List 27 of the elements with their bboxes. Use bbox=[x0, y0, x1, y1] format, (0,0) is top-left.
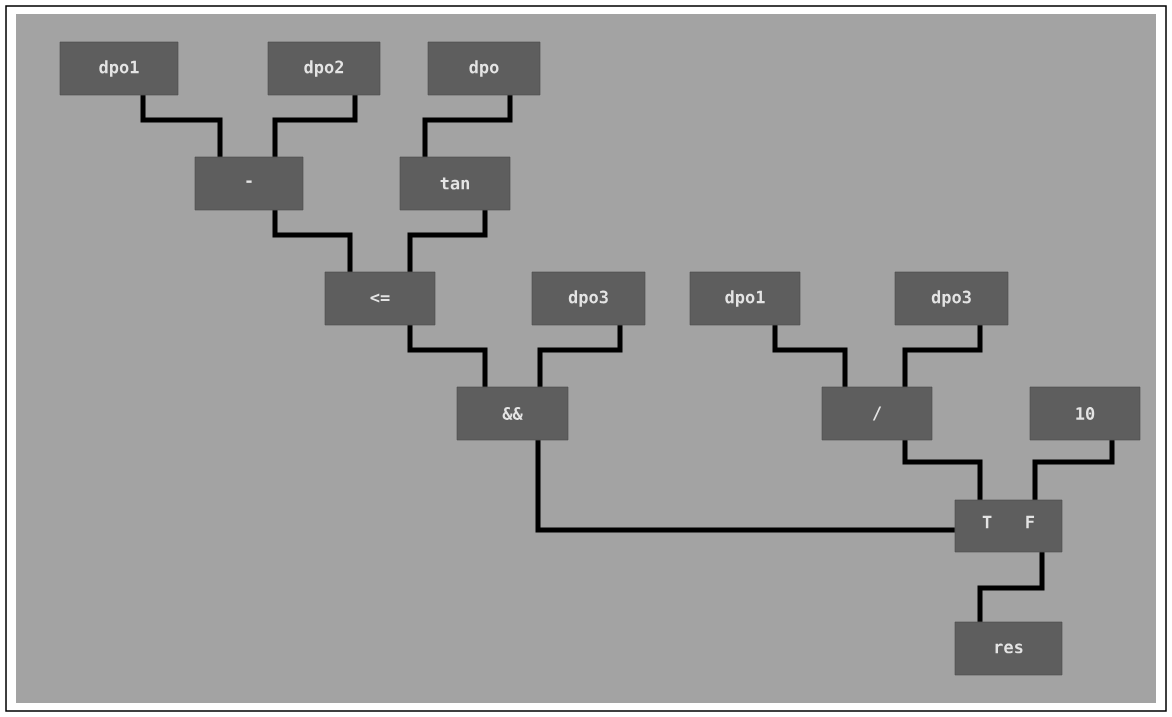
operator-box: dpo bbox=[427, 41, 541, 96]
connector-line bbox=[272, 95, 358, 157]
connector-line bbox=[535, 440, 955, 533]
connector-line bbox=[537, 325, 623, 387]
connector-line bbox=[272, 210, 353, 272]
operator-box: 10 bbox=[1029, 386, 1141, 441]
operator-box: dpo3 bbox=[531, 271, 646, 326]
connector-line bbox=[1032, 440, 1115, 500]
operator-box: / bbox=[821, 386, 933, 441]
operator-box: - bbox=[194, 156, 304, 211]
connector-line bbox=[902, 325, 983, 387]
operator-box: <= bbox=[324, 271, 436, 326]
connector-line bbox=[977, 552, 1045, 622]
operator-box: tan bbox=[399, 156, 511, 211]
operator-box: dpo2 bbox=[267, 41, 381, 96]
connector-line bbox=[422, 95, 513, 157]
connector-line bbox=[407, 210, 488, 272]
conditional-box: T F bbox=[954, 499, 1063, 553]
operator-box: res bbox=[954, 621, 1063, 676]
operator-box: dpo1 bbox=[689, 271, 801, 326]
operator-box: dpo1 bbox=[59, 41, 179, 96]
connector-line bbox=[140, 95, 223, 157]
connector-line bbox=[902, 440, 983, 500]
operator-box: dpo3 bbox=[894, 271, 1009, 326]
operator-box: && bbox=[456, 386, 569, 441]
connector-line bbox=[772, 325, 848, 387]
connector-line bbox=[407, 325, 488, 387]
